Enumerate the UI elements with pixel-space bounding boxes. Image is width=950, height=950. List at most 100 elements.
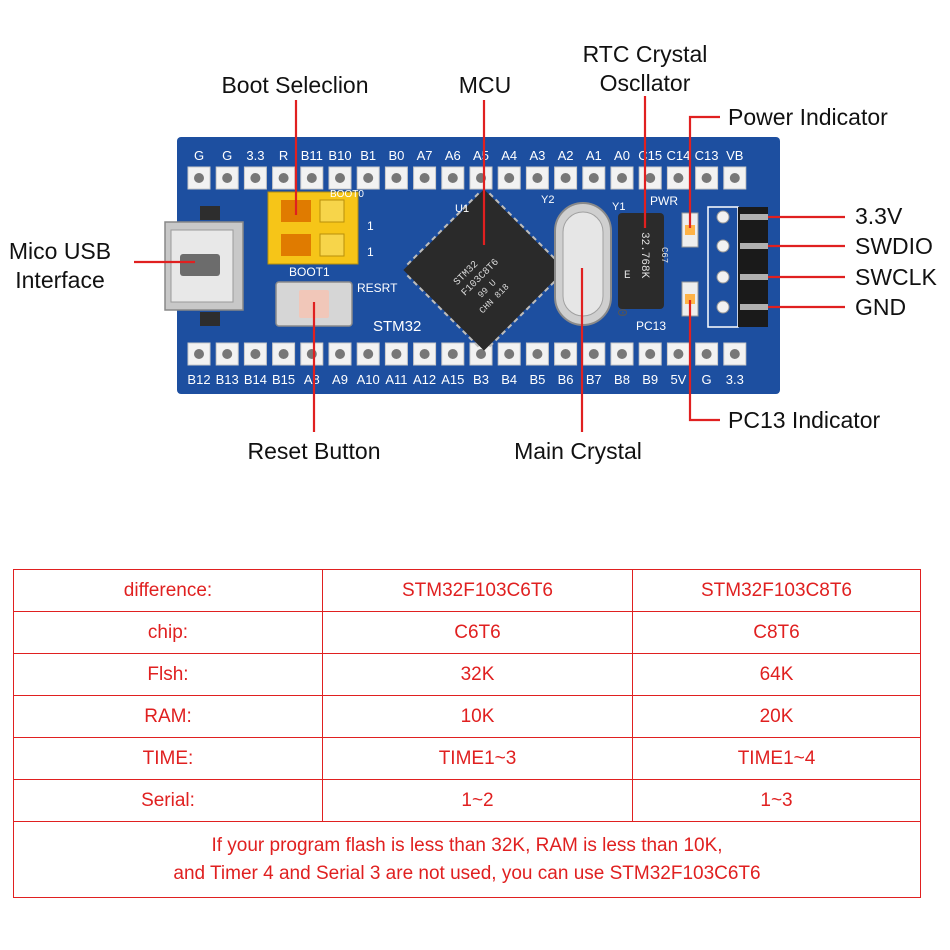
silk-resrt: RESRT [357, 281, 398, 295]
bottom-pin-label: B3 [473, 372, 489, 387]
bottom-pin-hole [617, 349, 627, 359]
bottom-pin-hole [588, 349, 599, 359]
callout-swclk: SWCLK [855, 264, 937, 290]
boot-jumper-block [267, 191, 359, 265]
main-crystal: EAS8000 [554, 202, 629, 326]
bottom-pin-label: A15 [441, 372, 464, 387]
table-cell: C6T6 [322, 611, 633, 654]
callout-reset-button: Reset Button [248, 438, 381, 464]
bottom-pin-label: A9 [332, 372, 348, 387]
bottom-pin-label: B9 [642, 372, 658, 387]
bottom-pin-hole [306, 349, 317, 359]
top-pin-label: A6 [445, 148, 461, 163]
top-pin-label: G [194, 148, 204, 163]
silk-stm32: STM32 [373, 318, 421, 335]
bottom-pin-hole [532, 349, 543, 359]
top-pin-label: B10 [328, 148, 351, 163]
table-note-row: If your program flash is less than 32K, … [13, 821, 921, 898]
top-pin-hole [560, 173, 571, 183]
top-pin-label: B0 [388, 148, 404, 163]
bottom-pin-hole [476, 349, 486, 359]
bottom-pin-label: B8 [614, 372, 630, 387]
top-pin-label: A2 [558, 148, 574, 163]
silk-y1: Y1 [612, 201, 625, 213]
swd-header [707, 206, 768, 328]
bottom-pin-hole [194, 349, 204, 359]
bottom-pin-label: A8 [304, 372, 320, 387]
top-pin-label: VB [726, 148, 743, 163]
silk-pwr: PWR [650, 194, 678, 208]
top-pin-label: 3.3 [246, 148, 264, 163]
top-pin-label: G [222, 148, 232, 163]
top-pin-hole [335, 173, 345, 183]
bottom-pin-hole [222, 349, 233, 359]
callout-usb-line2: Interface [15, 267, 105, 293]
bottom-pin-label: 3.3 [726, 372, 744, 387]
top-pin-hole [306, 173, 317, 183]
callout-rtc-line1: RTC Crystal [583, 41, 708, 67]
top-pin-hole [701, 173, 712, 183]
table-cell: STM32F103C8T6 [632, 569, 921, 612]
top-pin-label: A7 [417, 148, 433, 163]
bottom-pin-hole [560, 349, 571, 359]
top-pin-label: A5 [473, 148, 489, 163]
callout-gnd: GND [855, 294, 906, 320]
table-cell: Serial: [13, 779, 323, 822]
rtc-text-1: 32.768K [638, 232, 650, 279]
swd-pin [740, 214, 768, 220]
silk-one-a: 1 [367, 219, 374, 233]
top-pin-hole [673, 173, 684, 183]
top-pin-hole [391, 173, 402, 183]
callout-mcu: MCU [459, 72, 511, 98]
swd-pad [716, 270, 730, 284]
bottom-pin-label: B13 [216, 372, 239, 387]
bottom-pin-hole [504, 349, 515, 359]
top-pin-hole [617, 173, 627, 183]
top-pin-label: C13 [695, 148, 719, 163]
callout-rtc-line2: Oscllator [600, 70, 691, 96]
swd-pad [716, 239, 730, 253]
table-cell: 20K [632, 695, 921, 738]
bottom-pin-label: B12 [187, 372, 210, 387]
bottom-pin-hole [729, 349, 740, 359]
callout-power-indicator: Power Indicator [728, 104, 888, 130]
table-cell: 32K [322, 653, 633, 696]
bottom-pin-label: B15 [272, 372, 295, 387]
bottom-pin-label: A10 [357, 372, 380, 387]
bottom-pin-hole [250, 349, 261, 359]
table-cell: TIME1~3 [322, 737, 633, 780]
table-cell: 64K [632, 653, 921, 696]
callout-lines [134, 96, 845, 432]
note-line-2: and Timer 4 and Serial 3 are not used, y… [173, 862, 761, 884]
rtc-text-2: C67 [659, 247, 669, 263]
top-pin-hole [278, 173, 289, 183]
bottom-pin-hole [447, 349, 458, 359]
callout-pc13-indicator: PC13 Indicator [728, 407, 880, 433]
micro-usb-connector [164, 206, 244, 326]
top-pin-label: A1 [586, 148, 602, 163]
silk-boot0: BOOT0 [330, 189, 364, 200]
swd-pin [740, 304, 768, 310]
top-pin-label: C15 [638, 148, 662, 163]
top-pin-hole [250, 173, 261, 183]
callout-swdio: SWDIO [855, 233, 933, 259]
table-cell: 10K [322, 695, 633, 738]
top-pin-label: C14 [666, 148, 690, 163]
rtc-crystal: 32.768K C67 E [618, 213, 669, 309]
callout-usb-line1: Mico USB [9, 238, 111, 264]
swd-pin [740, 243, 768, 249]
table-cell: Flsh: [13, 653, 323, 696]
bottom-pin-hole [391, 349, 402, 359]
top-pin-hole [419, 173, 430, 183]
silk-y2: Y2 [541, 194, 554, 206]
bottom-pin-label: A11 [385, 372, 407, 387]
bottom-pin-hole [701, 349, 712, 359]
silk-pc13: PC13 [636, 319, 666, 333]
top-pin-hole [222, 173, 233, 183]
